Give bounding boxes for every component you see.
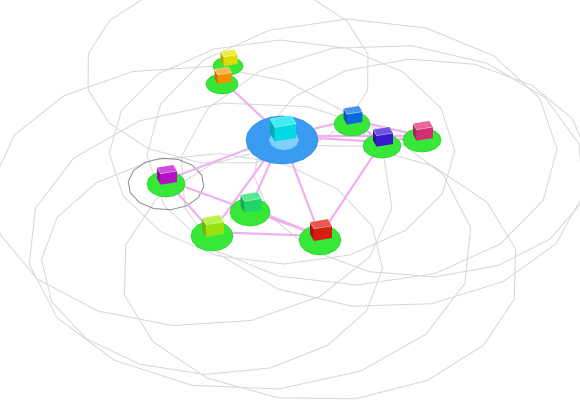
- cube-face: [240, 194, 245, 213]
- network-node-orange[interactable]: [205, 66, 239, 95]
- cube-face: [220, 51, 224, 67]
- cube-face: [160, 171, 177, 185]
- cube-edge: [343, 105, 363, 115]
- range-ring: [40, 152, 384, 376]
- hub-node[interactable]: [245, 115, 319, 165]
- cube-face: [270, 119, 275, 142]
- network-nodes: [146, 48, 442, 256]
- range-ring: [180, 45, 580, 307]
- cube-edge: [220, 48, 239, 58]
- network-link: [318, 140, 384, 238]
- network-node-lime[interactable]: [190, 214, 234, 252]
- cube-face: [347, 111, 363, 125]
- network-node-pink[interactable]: [402, 120, 442, 153]
- cube-face: [157, 167, 161, 185]
- cube-edge: [156, 164, 178, 175]
- cube-face: [313, 225, 332, 241]
- cube-face: [416, 127, 433, 141]
- cube-edge: [309, 218, 333, 230]
- cube-face: [310, 221, 314, 241]
- selection-ring: [127, 157, 205, 211]
- cube-edge: [372, 126, 394, 137]
- cube-face: [310, 218, 332, 229]
- cube-face: [376, 133, 393, 147]
- cube-edge: [269, 115, 297, 128]
- cube-edge: [240, 191, 263, 202]
- cube-face: [202, 214, 224, 225]
- coverage-rings: [0, 0, 580, 400]
- cube-face: [274, 123, 296, 142]
- network-node-magenta[interactable]: [146, 164, 186, 198]
- cube-face: [373, 126, 393, 136]
- network-node-green[interactable]: [229, 191, 271, 227]
- network-node-blue[interactable]: [333, 105, 371, 137]
- cube-face: [413, 120, 433, 130]
- range-ring: [108, 39, 456, 265]
- cube-face: [217, 72, 232, 85]
- cube-face: [214, 69, 218, 85]
- cube-face: [270, 115, 296, 128]
- cube-face: [244, 198, 262, 213]
- cube-edge: [412, 120, 434, 131]
- range-ring: [0, 65, 393, 327]
- network-node-indigo[interactable]: [362, 126, 402, 159]
- range-ring: [146, 18, 558, 286]
- cube-face: [343, 108, 347, 125]
- range-ring: [253, 58, 580, 278]
- network-node-red[interactable]: [298, 218, 342, 256]
- cube-face: [240, 191, 262, 202]
- cube-face: [413, 123, 417, 141]
- cube-face: [157, 164, 177, 174]
- cube-face: [202, 217, 206, 237]
- cube-face: [205, 221, 224, 237]
- cube-face: [223, 54, 238, 67]
- range-ring: [28, 102, 472, 390]
- cube-edge: [201, 214, 225, 226]
- cube-face: [373, 129, 377, 147]
- cube-edge: [214, 66, 233, 76]
